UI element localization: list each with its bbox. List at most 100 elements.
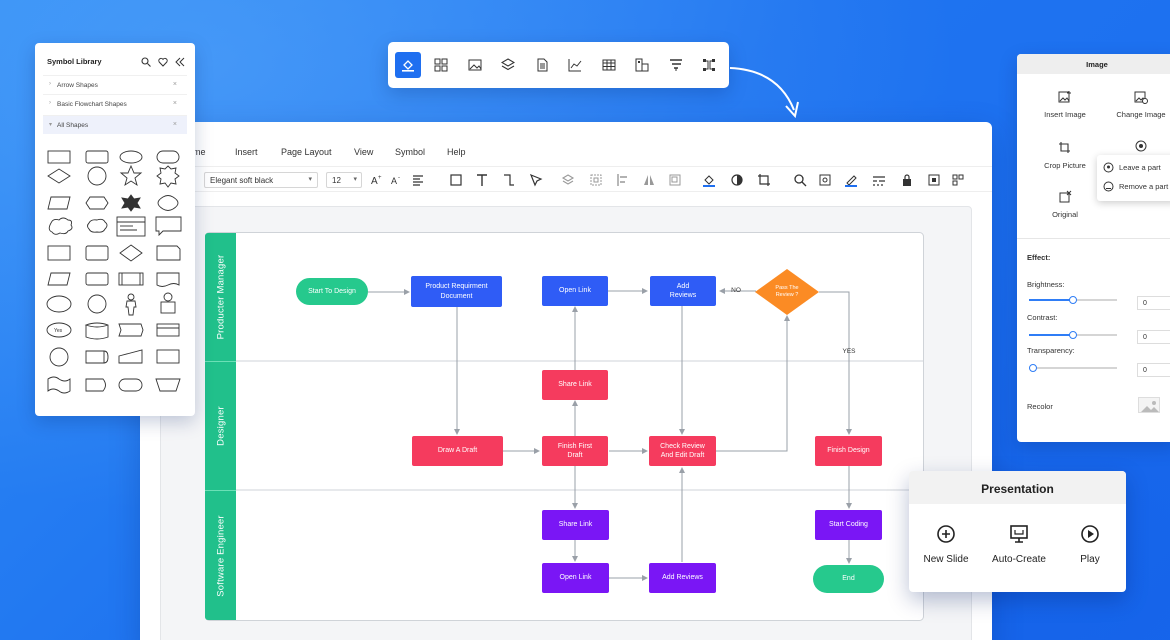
crop-icon [1059, 142, 1070, 153]
text-tool-icon[interactable] [475, 173, 489, 187]
node-pass-review[interactable]: Pass The Review ? [775, 284, 799, 298]
more-options-icon[interactable] [951, 173, 965, 187]
node-open-link-2[interactable]: Open Link [542, 563, 609, 593]
node-draw-draft[interactable]: Draw A Draft [412, 436, 503, 466]
find-replace-icon[interactable] [818, 173, 832, 187]
table-icon[interactable] [596, 52, 622, 78]
line-color-icon[interactable] [844, 173, 858, 187]
heart-icon[interactable] [158, 54, 168, 72]
change-image-icon [1134, 91, 1148, 104]
shape-grid[interactable]: Yes [45, 147, 189, 407]
new-slide-button[interactable]: New Slide [911, 524, 981, 565]
close-icon[interactable]: × [172, 121, 177, 128]
menu-page-layout[interactable]: Page Layout [281, 147, 332, 157]
group-tool-icon[interactable] [589, 173, 603, 187]
line-style-icon[interactable] [872, 173, 886, 187]
play-button[interactable]: Play [1055, 524, 1125, 565]
node-add-reviews-1[interactable]: Add Reviews [650, 276, 716, 306]
face-cutout-icon [1135, 140, 1147, 152]
lane-designer[interactable]: Designer [205, 361, 236, 490]
font-family-select[interactable]: Elegant soft black [204, 172, 318, 188]
change-image-button[interactable]: Change Image [1111, 90, 1170, 119]
node-start[interactable]: Start To Design [296, 278, 368, 305]
fit-page-icon[interactable] [927, 173, 941, 187]
symbol-library-title: Symbol Library [47, 57, 102, 66]
node-add-reviews-2[interactable]: Add Reviews [649, 563, 716, 593]
category-basic-flowchart[interactable]: ›Basic Flowchart Shapes× [43, 94, 187, 113]
frame-tool-icon[interactable] [668, 173, 682, 187]
close-icon[interactable]: × [172, 100, 177, 107]
recolor-picker[interactable] [1138, 397, 1160, 413]
flip-tool-icon[interactable] [642, 173, 656, 187]
node-end[interactable]: End [813, 565, 884, 593]
menu-help[interactable]: Help [447, 147, 466, 157]
symbol-library-panel: Symbol Library ›Arrow Shapes× ›Basic Flo… [35, 43, 195, 416]
menu-bar: ome Insert Page Layout View Symbol Help [140, 140, 992, 164]
lane-product-manager[interactable]: Producter Manager [205, 233, 236, 361]
search-icon[interactable] [141, 54, 151, 72]
contrast-label: Contrast: [1027, 313, 1058, 322]
remove-bg-dropdown[interactable] [1111, 139, 1170, 159]
remove-part-option[interactable]: Remove a part [1103, 181, 1168, 192]
close-icon[interactable]: × [172, 81, 177, 88]
transparency-slider[interactable] [1029, 364, 1117, 372]
layout-icon[interactable] [629, 52, 655, 78]
align-icon[interactable] [663, 52, 689, 78]
recolor-label: Recolor [1027, 402, 1053, 411]
chart-icon[interactable] [562, 52, 588, 78]
menu-home[interactable]: ome [188, 147, 206, 157]
text-align-icon[interactable] [412, 173, 426, 187]
play-icon [1081, 525, 1099, 543]
brightness-slider[interactable] [1029, 296, 1117, 304]
pointer-tool-icon[interactable] [529, 173, 543, 187]
node-open-link-1[interactable]: Open Link [542, 276, 608, 306]
insert-image-button[interactable]: Insert Image [1035, 90, 1095, 119]
align-left-tool-icon[interactable] [616, 173, 630, 187]
leave-part-option[interactable]: Leave a part [1103, 162, 1161, 173]
crop-picture-button[interactable]: Crop Picture [1035, 141, 1095, 170]
presentation-panel: Presentation New Slide Auto-Create Play [909, 471, 1126, 592]
menu-symbol[interactable]: Symbol [395, 147, 426, 157]
node-finish-design[interactable]: Finish Design [815, 436, 882, 466]
node-check-review[interactable]: Check Review And Edit Draft [649, 436, 716, 466]
layers-icon[interactable] [495, 52, 521, 78]
collapse-icon[interactable] [175, 54, 185, 72]
category-arrow-shapes[interactable]: ›Arrow Shapes× [43, 75, 187, 94]
font-grow-icon[interactable]: A+ [370, 173, 384, 187]
menu-view[interactable]: View [354, 147, 374, 157]
connector-tool-icon[interactable] [502, 173, 516, 187]
font-size-select[interactable]: 12 [326, 172, 362, 188]
grid-icon[interactable] [428, 52, 454, 78]
decision-diamond [755, 269, 819, 315]
lane-software-engineer[interactable]: Software Engineer [205, 490, 236, 620]
search-icon[interactable] [793, 173, 807, 187]
contrast-value[interactable]: 0 [1137, 330, 1170, 344]
svg-text:-: - [398, 175, 400, 181]
shape-style-icon[interactable] [730, 173, 744, 187]
auto-create-button[interactable]: Auto-Create [984, 524, 1054, 565]
node-share-link-1[interactable]: Share Link [542, 370, 608, 400]
fill-color-icon[interactable] [702, 173, 716, 187]
rectangle-tool-icon[interactable] [449, 173, 463, 187]
category-all-shapes[interactable]: ▾All Shapes× [43, 115, 187, 134]
crop-tool-icon[interactable] [757, 173, 771, 187]
font-shrink-icon[interactable]: A- [390, 173, 404, 187]
fill-icon[interactable] [395, 52, 421, 78]
original-icon [1059, 190, 1072, 203]
node-product-requirement[interactable]: Product Requirment Document [411, 276, 502, 307]
transparency-value[interactable]: 0 [1137, 363, 1170, 377]
image-icon[interactable] [462, 52, 488, 78]
presentation-title: Presentation [909, 471, 1126, 504]
svg-text:A: A [371, 176, 378, 187]
node-finish-first-draft[interactable]: Finish First Draft [542, 436, 608, 466]
node-start-coding[interactable]: Start Coding [815, 510, 882, 540]
lock-icon[interactable] [900, 173, 914, 187]
layers-tool-icon[interactable] [561, 173, 575, 187]
document-icon[interactable] [529, 52, 555, 78]
brightness-value[interactable]: 0 [1137, 296, 1170, 310]
node-share-link-2[interactable]: Share Link [542, 510, 609, 540]
original-button[interactable]: Original [1035, 190, 1095, 219]
menu-insert[interactable]: Insert [235, 147, 258, 157]
contrast-slider[interactable] [1029, 331, 1117, 339]
connector-icon[interactable] [696, 52, 722, 78]
